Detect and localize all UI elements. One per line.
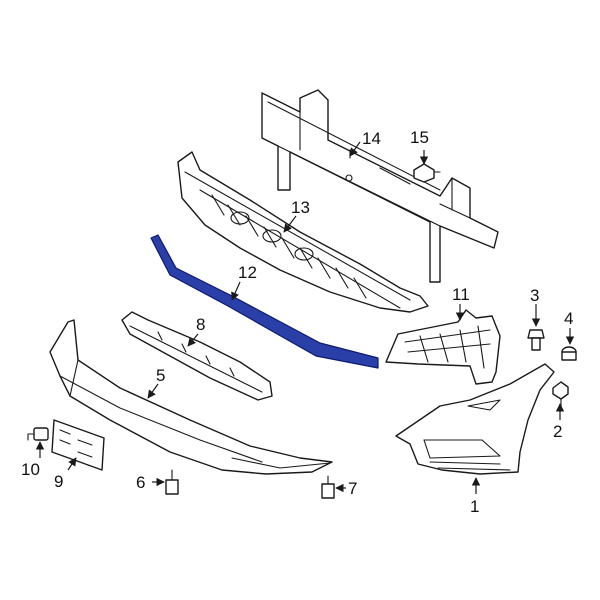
callout-1: 1 xyxy=(470,497,479,516)
callout-8: 8 xyxy=(196,315,205,334)
part-5-bumper-cover xyxy=(49,319,333,475)
callout-10: 10 xyxy=(21,460,40,479)
part-7-screw xyxy=(321,475,335,499)
part-11-bracket xyxy=(385,309,501,385)
leader-lines xyxy=(35,141,575,494)
part-3-bolt xyxy=(527,329,545,351)
callout-12: 12 xyxy=(238,263,257,282)
part-1-corner-cover xyxy=(395,363,555,475)
callout-labels: 1 2 3 4 5 6 7 8 9 10 11 12 13 14 15 xyxy=(21,128,573,516)
callout-15: 15 xyxy=(410,128,429,147)
callout-9: 9 xyxy=(54,472,63,491)
callout-14: 14 xyxy=(362,129,381,148)
part-15-bolt xyxy=(413,163,441,183)
callout-13: 13 xyxy=(291,198,310,217)
callout-11: 11 xyxy=(452,285,470,304)
callout-7: 7 xyxy=(348,479,357,498)
callout-6: 6 xyxy=(136,473,145,492)
part-10-clip xyxy=(27,427,49,441)
part-8-grille-strip xyxy=(121,311,273,401)
part-6-screw xyxy=(165,469,179,495)
part-9-license-bracket xyxy=(51,419,105,471)
callout-2: 2 xyxy=(553,422,562,441)
part-13-energy-absorber xyxy=(177,151,429,313)
callout-4: 4 xyxy=(564,309,573,328)
part-4-nut xyxy=(561,346,577,361)
part-12-reinforcement-highlighted xyxy=(150,234,379,369)
callout-5: 5 xyxy=(156,366,165,385)
callout-3: 3 xyxy=(530,286,539,305)
